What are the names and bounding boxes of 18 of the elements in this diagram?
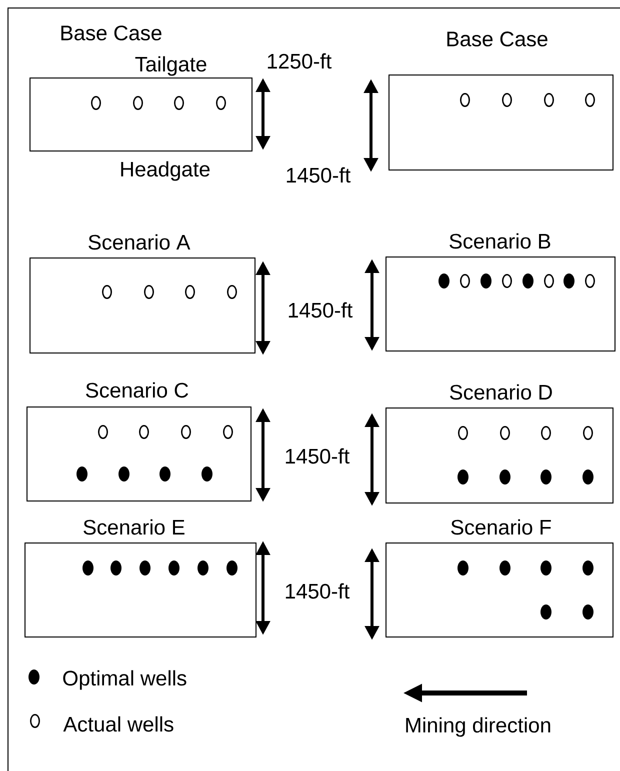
legend-label: Optimal wells	[63, 670, 186, 690]
gate-label: Tailgate	[135, 56, 206, 76]
panel-title: Scenario C	[86, 382, 188, 398]
legend-label: Actual wells	[63, 716, 174, 732]
dimension-label: 1450-ft	[286, 448, 350, 464]
panel-title: Base Case	[61, 26, 162, 40]
gate-label: Headgate	[121, 161, 210, 181]
dimension-label: 1450-ft	[286, 167, 351, 183]
dimension-label: 1250-ft	[268, 53, 332, 69]
panel-title: Scenario F	[451, 519, 551, 535]
panel-title: Scenario A	[88, 234, 190, 250]
panel-title: Scenario B	[450, 233, 550, 249]
dimension-label: 1450-ft	[288, 302, 353, 318]
dimension-label: 1450-ft	[286, 583, 350, 599]
panel-title: Scenario D	[450, 384, 552, 400]
direction-label: Mining direction	[406, 717, 550, 737]
panel-title: Base Case	[447, 32, 548, 46]
panel-title: Scenario E	[84, 519, 184, 535]
